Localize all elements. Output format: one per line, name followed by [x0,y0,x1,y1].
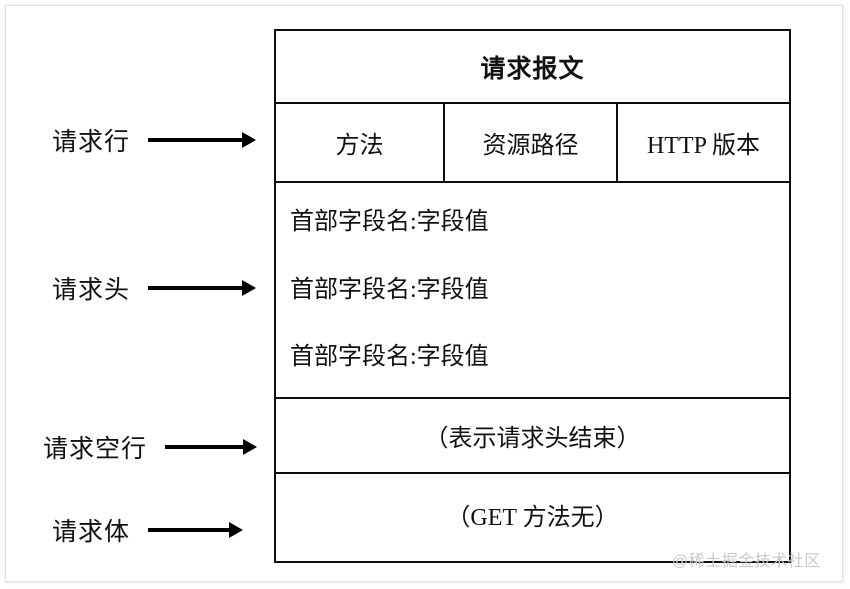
request-body-text: （GET 方法无） [446,505,619,531]
arrow-right-icon [148,522,244,538]
request-body-row: （GET 方法无） [276,474,789,555]
request-line-path-text: 资源路径 [482,133,579,159]
annotation-request-head: 请求头 [52,271,257,305]
request-headers-row: 首部字段名:字段值 首部字段名:字段值 首部字段名:字段值 [276,183,789,399]
annotation-blank-line: 请求空行 [43,430,258,464]
request-line-cell-version: HTTP 版本 [618,104,789,181]
request-message-box: 请求报文 方法 资源路径 HTTP 版本 首部字段名:字段值 首部字段名:字段值… [274,29,791,563]
request-header-line: 首部字段名:字段值 [290,276,489,303]
annotation-label-request-body: 请求体 [52,519,131,546]
annotation-request-body: 请求体 [52,513,244,547]
arrow-right-icon [148,132,257,148]
request-line-cell-path: 资源路径 [445,104,618,181]
request-line-method-text: 方法 [335,133,384,159]
message-title-row: 请求报文 [276,31,789,104]
request-blank-line-row: （表示请求头结束） [276,399,789,474]
arrow-right-icon [148,280,257,296]
annotation-label-request-line: 请求行 [52,129,131,156]
request-line-cell-method: 方法 [276,104,445,181]
annotation-label-request-head: 请求头 [52,277,131,304]
annotation-request-line: 请求行 [52,123,257,157]
request-header-line: 首部字段名:字段值 [290,344,489,371]
arrow-right-icon [165,439,258,455]
request-line-row: 方法 资源路径 HTTP 版本 [276,104,789,183]
request-blank-line-text: （表示请求头结束） [424,426,641,452]
request-header-line: 首部字段名:字段值 [290,209,489,236]
request-line-version-text: HTTP 版本 [646,133,761,159]
annotation-label-blank-line: 请求空行 [43,436,148,463]
watermark: @稀土掘金技术社区 [672,553,821,570]
message-title-text: 请求报文 [480,55,585,83]
